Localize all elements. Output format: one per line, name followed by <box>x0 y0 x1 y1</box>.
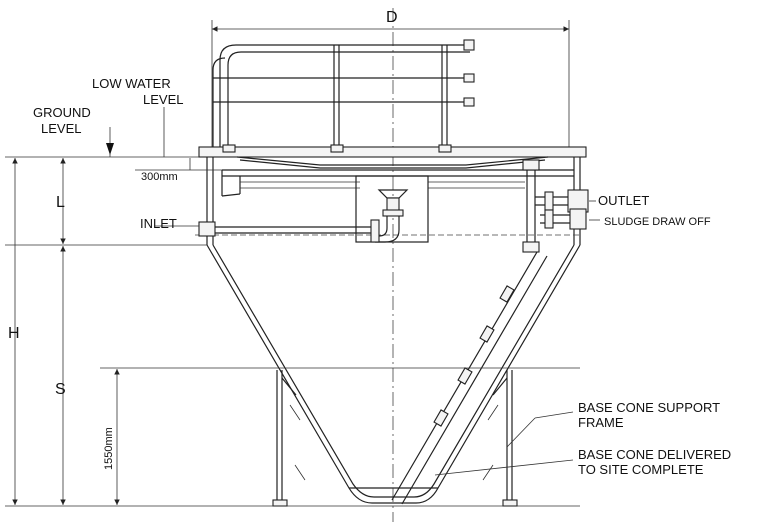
support-frame-leader <box>534 411 574 419</box>
support-frame-leader-2 <box>506 417 536 448</box>
label-ground-2: LEVEL <box>41 121 81 136</box>
label-outlet: OUTLET <box>598 193 649 208</box>
label-base-support-1: BASE CONE SUPPORT <box>578 400 720 415</box>
inlet-pipe <box>198 221 371 237</box>
label-low-water-2: LEVEL <box>143 92 183 107</box>
label-base-delivered-2: TO SITE COMPLETE <box>578 462 704 477</box>
label-inlet: INLET <box>140 216 177 231</box>
label-d: D <box>386 9 398 26</box>
cone-delivered-leader <box>434 459 574 476</box>
handrail <box>212 39 475 147</box>
base-cone <box>206 244 581 504</box>
label-sludge-draw-off: SLUDGE DRAW OFF <box>604 216 711 228</box>
label-l: L <box>56 194 65 211</box>
label-300mm: 300mm <box>141 171 178 183</box>
support-frame <box>272 370 518 507</box>
label-base-support-2: FRAME <box>578 415 624 430</box>
label-base-delivered-1: BASE CONE DELIVERED <box>578 447 731 462</box>
sludge-pipe <box>391 251 548 505</box>
label-ground-1: GROUND <box>33 105 91 120</box>
label-low-water-1: LOW WATER <box>92 76 171 91</box>
label-s: S <box>55 381 66 398</box>
label-h: H <box>8 325 20 342</box>
ground-level-marker <box>106 127 114 157</box>
walkway-deck <box>198 144 587 158</box>
central-feed-well <box>355 175 429 243</box>
outlet-pipework <box>522 159 589 253</box>
label-1550mm: 1550mm <box>103 427 115 470</box>
